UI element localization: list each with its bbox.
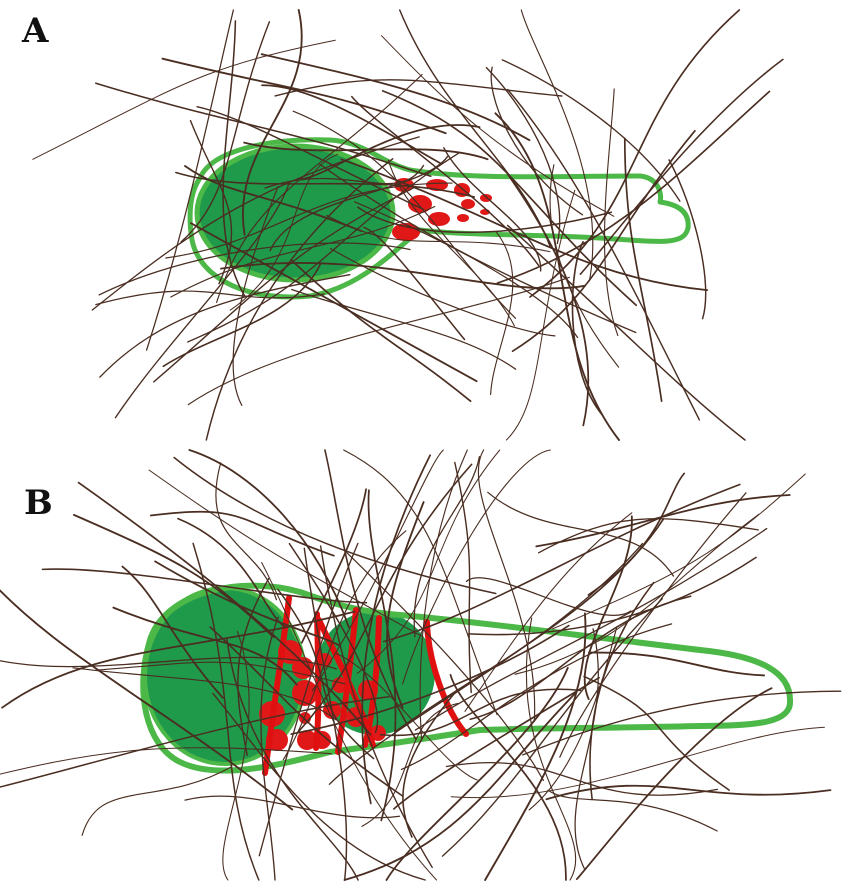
fiber-strand: [451, 675, 566, 880]
fiber-strand: [185, 796, 400, 818]
fiber-strand: [216, 463, 277, 600]
panel-b-fibers: [0, 450, 841, 880]
fiber-strand: [548, 790, 717, 831]
fiber-strand: [577, 688, 772, 879]
panel-a-fibers: [33, 10, 783, 440]
fiber-strand: [485, 614, 585, 881]
fiber-strand: [491, 232, 513, 394]
fiber-strand: [508, 90, 700, 420]
fiber-strand: [506, 190, 574, 440]
fiber-strand: [580, 59, 783, 274]
fiber-strand: [262, 54, 530, 140]
fiber-strand: [174, 458, 496, 594]
fiber-strand: [82, 767, 232, 836]
fiber-strand: [508, 225, 745, 440]
fiber-strand: [546, 786, 830, 800]
fiber-strand: [163, 59, 446, 134]
fiber-strand: [585, 516, 632, 699]
fiber-strand: [488, 492, 674, 576]
fiber-strand: [292, 290, 516, 370]
fiber-strand: [526, 618, 575, 880]
